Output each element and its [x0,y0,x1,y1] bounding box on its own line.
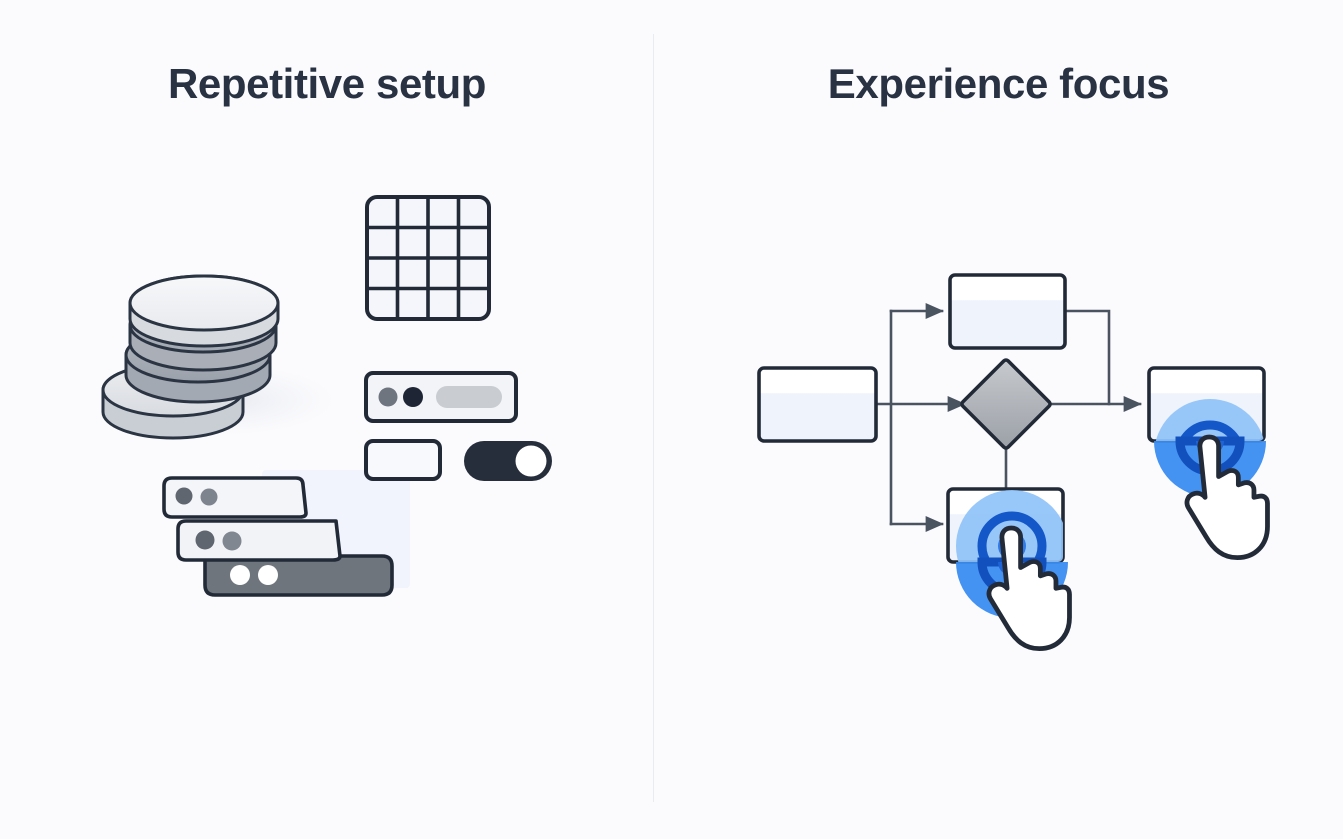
config-dot-gray [378,387,398,407]
slanted-card-stack [162,476,394,597]
connector-top-to-end [1063,309,1111,406]
panel-repetitive-setup: Repetitive setup [0,0,654,839]
slanted-card-bottom [203,554,394,597]
right-illustration [757,273,1270,652]
left-illustration [101,195,552,597]
flow-node-end-group [1147,366,1270,561]
tap-ripple-end-inside [1154,399,1264,441]
small-card [364,439,442,481]
slanted-card-middle [176,519,342,562]
disc-top [128,274,280,348]
panel-right-title: Experience focus [827,60,1170,107]
tap-hand-cursor-end [1184,434,1270,561]
flow-connectors [874,302,1142,533]
flow-node-start[interactable] [757,366,878,443]
panel-experience-focus: Experience focus [654,0,1343,839]
panel-left-title: Repetitive setup [167,60,486,107]
grid-4x4 [365,195,491,321]
panel-divider [653,34,654,802]
config-field[interactable] [436,386,502,408]
flow-node-bottom-group [946,487,1072,652]
flow-node-decision[interactable] [960,358,1052,450]
disc-stack [101,274,280,440]
toggle-knob [515,445,547,477]
config-bar [364,371,518,423]
flow-node-top[interactable] [948,273,1067,350]
toggle-switch[interactable] [464,441,552,481]
config-dot-dark [403,387,423,407]
tap-hand-cursor-bottom [986,525,1072,652]
slanted-card-top [162,476,308,519]
